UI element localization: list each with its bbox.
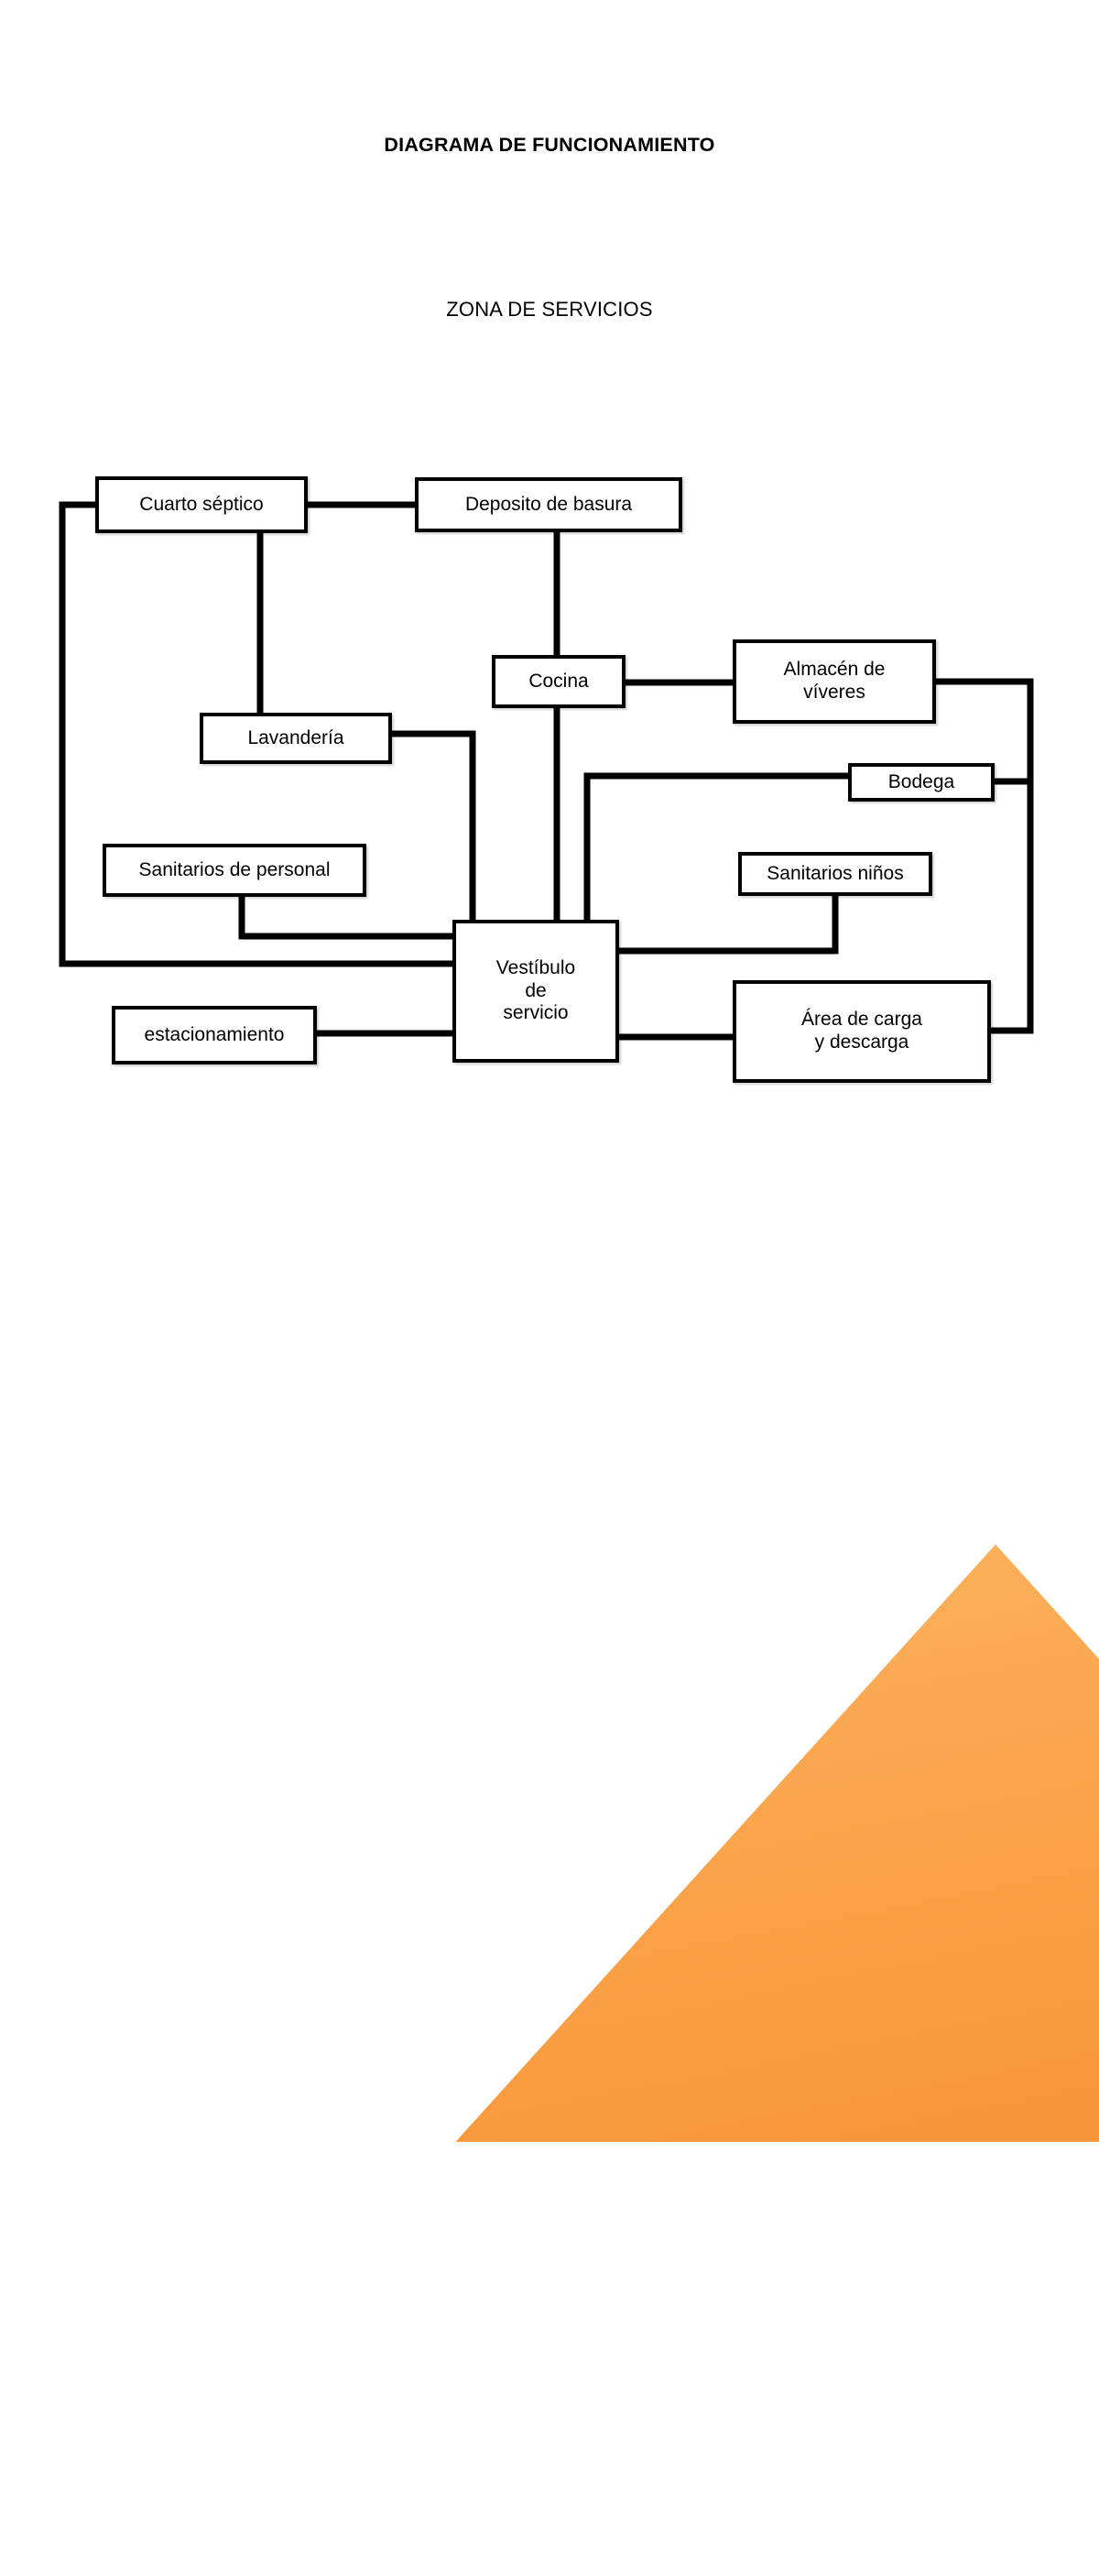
node-label-lavanderia: Lavandería xyxy=(247,726,344,748)
node-sanitarios-personal[interactable]: Sanitarios de personal xyxy=(103,844,366,897)
edge-cuarto-septico-vestibulo xyxy=(59,501,452,967)
page-title: DIAGRAMA DE FUNCIONAMIENTO xyxy=(384,134,715,156)
node-label-sanitarios-personal: Sanitarios de personal xyxy=(138,858,331,880)
node-cocina[interactable]: Cocina xyxy=(492,655,626,708)
page-canvas: DIAGRAMA DE FUNCIONAMIENTO ZONA DE SERVI… xyxy=(59,134,1099,2143)
node-deposito-basura[interactable]: Deposito de basura xyxy=(415,477,682,532)
node-bodega[interactable]: Bodega xyxy=(848,763,995,802)
node-label-cuarto-septico: Cuarto séptico xyxy=(139,493,264,515)
node-label-vestibulo-servicio: Vestíbulo de servicio xyxy=(495,956,576,1024)
triangle-icon xyxy=(455,1544,1099,2143)
edge-lavanderia-vestibulo xyxy=(392,730,476,920)
connector-lines xyxy=(59,501,1034,1041)
edge-sanitarios-ninos-vestibulo xyxy=(619,896,839,955)
edge-almacen-viveres-right-rail xyxy=(936,678,1034,1034)
node-estacionamiento[interactable]: estacionamiento xyxy=(112,1006,317,1064)
node-label-cocina: Cocina xyxy=(528,670,589,692)
node-area-carga[interactable]: Área de carga y descarga xyxy=(733,980,991,1083)
orange-triangle-shape[interactable] xyxy=(446,1110,1099,2143)
node-sanitarios-ninos[interactable]: Sanitarios niños xyxy=(738,852,932,896)
node-label-bodega: Bodega xyxy=(887,770,955,792)
node-label-almacen-viveres: Almacén de víveres xyxy=(783,659,886,703)
node-cuarto-septico[interactable]: Cuarto séptico xyxy=(95,476,308,533)
node-lavanderia[interactable]: Lavandería xyxy=(200,713,392,764)
node-vestibulo-servicio[interactable]: Vestíbulo de servicio xyxy=(452,920,619,1063)
node-label-sanitarios-ninos: Sanitarios niños xyxy=(767,862,904,884)
node-label-estacionamiento: estacionamiento xyxy=(144,1023,285,1045)
section-title: ZONA DE SERVICIOS xyxy=(446,298,653,321)
edge-bodega-vestibulo xyxy=(583,772,848,920)
flow-diagram: Cuarto séptico Deposito de basura Cocina… xyxy=(59,476,1099,2143)
edge-sanitarios-personal-vestibulo xyxy=(238,897,452,940)
node-label-deposito-basura: Deposito de basura xyxy=(464,493,633,515)
node-almacen-viveres[interactable]: Almacén de víveres xyxy=(733,639,936,724)
node-label-area-carga: Área de carga y descarga xyxy=(801,1009,922,1053)
